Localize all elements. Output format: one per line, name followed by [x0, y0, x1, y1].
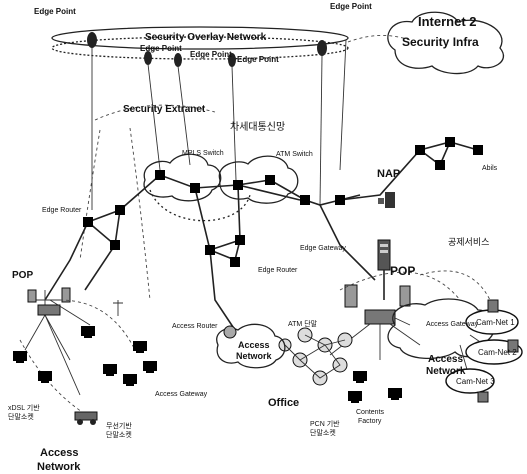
switch-icon: [435, 160, 445, 170]
labels: Edge Point Edge Point Edge Point Edge Po…: [8, 2, 517, 473]
switch-icon: [83, 217, 93, 227]
switch-icon: [190, 183, 200, 193]
edge-gateway-label: Edge Gateway: [300, 245, 346, 252]
campus-networks: [445, 299, 523, 403]
xdsl-terminal-label: xDSL 기반: [8, 403, 40, 412]
switch-icon: [230, 257, 240, 267]
computer-icon: [133, 341, 147, 353]
office-label: Office: [268, 397, 299, 409]
computer-icon: [143, 361, 157, 373]
edge-point-node: [174, 53, 182, 67]
switch-icon: [265, 175, 275, 185]
pop-label: POP: [12, 270, 33, 281]
edge-point-node: [144, 51, 152, 65]
switch-icon: [110, 240, 120, 250]
mobile-terminal-label: 무선기반: [106, 421, 132, 430]
xdsl-terminal-label: 단말소켓: [8, 412, 34, 421]
access-network-label: Network: [236, 351, 273, 361]
security-extranet-link: [79, 129, 101, 261]
access-router-label: Access Router: [172, 323, 218, 330]
edge-router-label: Edge Router: [258, 267, 298, 274]
access-gateway-label: Access Gateway: [426, 321, 479, 328]
label-edge-point: Edge Point: [34, 7, 76, 16]
switch-icon: [205, 245, 215, 255]
nap-label: NAP: [377, 168, 400, 180]
internet2-title: Internet 2: [418, 14, 477, 29]
access-network-label: Network: [426, 366, 466, 377]
edge-gateway-node: [377, 239, 391, 300]
switch-icon: [335, 195, 345, 205]
abilis-label: Abils: [482, 165, 498, 172]
access-network-label: Access: [40, 447, 79, 459]
computer-icon: [103, 364, 117, 376]
pop-label: POP: [390, 264, 415, 278]
label-edge-point: Edge Point: [190, 50, 232, 59]
service-label: 공제서비스: [448, 237, 489, 247]
overlay-links: [91, 39, 347, 210]
pcn-terminal-label: 단말소켓: [310, 428, 336, 437]
label-edge-point: Edge Point: [330, 2, 372, 11]
mpls-switch-label: MPLS Switch: [182, 150, 224, 157]
office-cluster: [278, 327, 353, 386]
edge-point-node: [317, 40, 327, 56]
access-gateway-label: Access Gateway: [155, 391, 208, 398]
edge-point-node: [87, 32, 97, 48]
edge-router-label: Edge Router: [42, 207, 82, 214]
mobile-terminal-label: 단말소켓: [106, 430, 132, 439]
switch-icon: [235, 235, 245, 245]
switch-icon: [445, 137, 455, 147]
switch-icon: [233, 180, 243, 190]
computer-icon: [123, 374, 137, 386]
label-edge-point: Edge Point: [237, 55, 279, 64]
computer-icon: [353, 371, 367, 383]
vehicle-icon: [74, 411, 98, 425]
switch-icon: [115, 205, 125, 215]
campnet-label: Cam-Net 1: [476, 318, 515, 327]
internet2-subtitle: Security Infra: [402, 35, 479, 49]
computer-icon: [38, 371, 52, 383]
switch-icon: [415, 145, 425, 155]
security-extranet-label: Security Extranet: [123, 104, 206, 115]
backbone-links: [44, 141, 479, 331]
security-extranet-boundary: [94, 104, 216, 121]
security-overlay-network: [51, 26, 411, 67]
atm-terminal-label: ATM 단말: [288, 319, 318, 328]
contents-factory-label: Factory: [358, 418, 382, 425]
access-network-label: Network: [37, 461, 81, 473]
pop-right-cluster: [329, 270, 491, 360]
switch-icon: [300, 195, 310, 205]
label-edge-point: Edge Point: [140, 44, 182, 53]
contents-factory-label: Contents: [356, 409, 385, 416]
antenna-icon: [113, 300, 123, 316]
laptop-icon: [81, 326, 95, 338]
campnet-label: Cam-Net 3: [456, 377, 495, 386]
access-network-mid-cluster: [216, 323, 286, 369]
nap-node: [378, 192, 395, 208]
switch-icon: [473, 145, 483, 155]
campnet-label: Cam-Net 2: [478, 348, 517, 357]
backbone-clouds: [143, 153, 299, 222]
backbone-label: 차세대통신망: [230, 121, 285, 133]
access-network-label: Access: [238, 340, 270, 350]
switch-icon: [155, 170, 165, 180]
pcn-terminal-label: PCN 기반: [310, 419, 340, 428]
security-extranet-link: [129, 127, 151, 301]
edge-point-node: [228, 53, 236, 67]
computer-icon: [348, 391, 362, 403]
internet2-cloud: [387, 11, 504, 75]
computer-icon: [13, 351, 27, 363]
overlay-network-title: Security Overlay Network: [145, 32, 267, 43]
access-network-label: Access: [428, 354, 463, 365]
atm-switch-label: ATM Switch: [276, 151, 313, 158]
computer-icon: [388, 388, 402, 400]
